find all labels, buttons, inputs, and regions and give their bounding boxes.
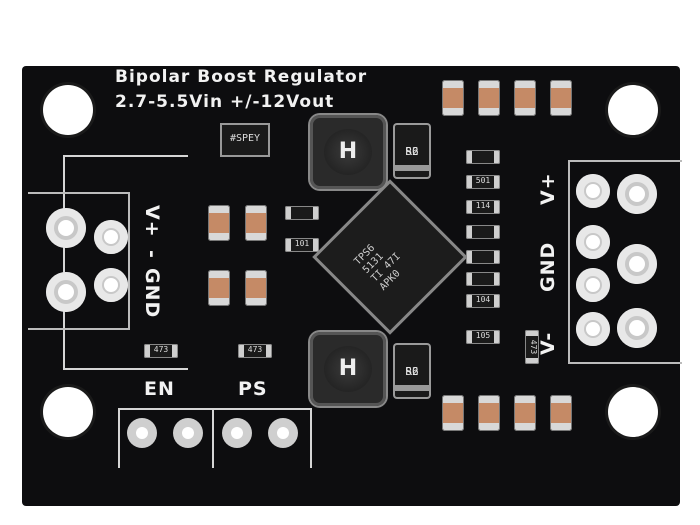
input-terminal-block (28, 192, 130, 330)
output-label-vplus: V+ (537, 172, 559, 205)
input-label-vplus: V+ (141, 205, 163, 238)
sot23-marking: #SPEY (229, 133, 261, 144)
capacitor (550, 80, 572, 116)
header-pin-en-2[interactable] (173, 418, 203, 448)
input-label-gnd: GND (141, 268, 163, 319)
output-terminal-block (568, 160, 682, 364)
output-terminal-pad-vminus-large[interactable] (617, 308, 657, 348)
inductor-bottom: H (310, 332, 386, 406)
inductor-top: H (310, 115, 386, 189)
capacitor (245, 270, 267, 306)
header-outline (118, 408, 312, 410)
capacitor (208, 270, 230, 306)
capacitor (478, 395, 500, 431)
output-terminal-pad-gnd2[interactable] (576, 268, 610, 302)
header-outline (310, 408, 312, 468)
capacitor (478, 80, 500, 116)
resistor: 101 (285, 238, 319, 252)
capacitor (208, 205, 230, 241)
board-title: Bipolar Boost Regulator (115, 67, 368, 87)
ps-resistor: 473 (238, 344, 272, 358)
capacitor (245, 205, 267, 241)
en-resistor: 473 (144, 344, 178, 358)
header-label-ps: PS (238, 378, 268, 400)
capacitor (442, 395, 464, 431)
output-terminal-pad-vminus[interactable] (576, 312, 610, 346)
header-outline (118, 408, 120, 468)
output-terminal-pad-gnd-large[interactable] (617, 244, 657, 284)
output-label-vminus: V- (537, 331, 559, 355)
capacitor (442, 80, 464, 116)
mounting-hole-bottom-right (608, 387, 658, 437)
output-terminal-pad-vplus-large[interactable] (617, 174, 657, 214)
resistor: 105 (466, 330, 500, 344)
header-pin-ps-2[interactable] (268, 418, 298, 448)
resistor (466, 150, 500, 164)
capacitor (514, 80, 536, 116)
header-label-en: EN (144, 378, 175, 400)
resistor: 114 (466, 200, 500, 214)
silk-outline (63, 155, 188, 157)
header-pin-ps-1[interactable] (222, 418, 252, 448)
output-label-gnd: GND (537, 241, 559, 292)
input-terminal-pad-vplus[interactable] (46, 208, 86, 248)
resistor (285, 206, 319, 220)
input-terminal-pad-small[interactable] (94, 220, 128, 254)
header-pin-en-1[interactable] (127, 418, 157, 448)
sot23-chip: #SPEY (222, 125, 268, 155)
mounting-hole-top-left (43, 85, 93, 135)
resistor: 104 (466, 294, 500, 308)
mounting-hole-bottom-left (43, 387, 93, 437)
input-label-dash: - (141, 250, 163, 259)
header-outline (212, 408, 214, 468)
output-terminal-pad-gnd[interactable] (576, 225, 610, 259)
capacitor (550, 395, 572, 431)
capacitor (514, 395, 536, 431)
board-subtitle: 2.7-5.5Vin +/-12Vout (115, 92, 335, 112)
resistor: 501 (466, 175, 500, 189)
resistor (466, 272, 500, 286)
input-terminal-pad-gnd[interactable] (46, 272, 86, 312)
mounting-hole-top-right (608, 85, 658, 135)
silk-outline (63, 368, 188, 370)
silk-outline (63, 155, 65, 370)
output-terminal-pad-vplus[interactable] (576, 174, 610, 208)
resistor (466, 225, 500, 239)
resistor (466, 250, 500, 264)
input-terminal-pad-small[interactable] (94, 268, 128, 302)
